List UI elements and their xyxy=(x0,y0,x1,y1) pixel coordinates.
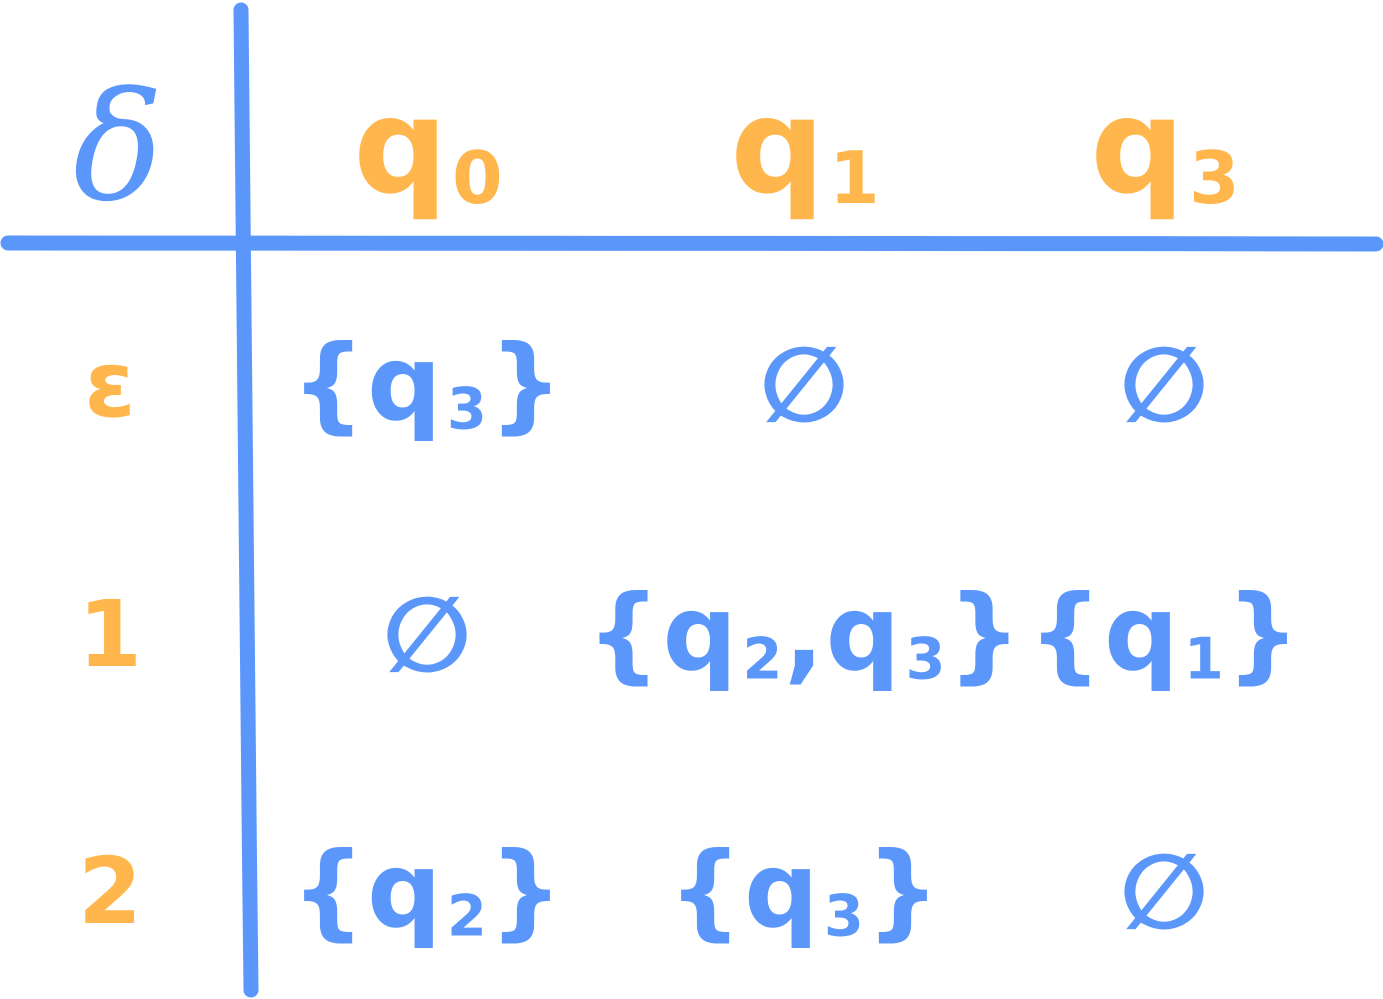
state-set-cell: {q3} xyxy=(668,839,942,946)
state-set-cell: {q3} xyxy=(291,332,565,439)
state-letter: q xyxy=(367,829,444,952)
state-letter: q xyxy=(1090,69,1185,224)
empty-set-symbol: ∅ xyxy=(382,574,474,696)
state-index: 3 xyxy=(905,626,948,693)
vertical-divider xyxy=(233,2,259,998)
empty-set-cell: ∅ xyxy=(1119,840,1210,944)
state-index: 3 xyxy=(1189,136,1240,221)
state-set-cell: {q2,q3} xyxy=(587,582,1024,689)
empty-set-cell: ∅ xyxy=(1119,333,1210,437)
close-brace: } xyxy=(1225,572,1302,695)
column-header-state: q0 xyxy=(353,81,502,215)
empty-set-cell: ∅ xyxy=(759,333,850,437)
close-brace: } xyxy=(865,829,942,952)
state-letter: q xyxy=(353,69,448,224)
open-brace: { xyxy=(668,829,745,952)
empty-set-symbol: ∅ xyxy=(1119,831,1211,953)
state-index: 1 xyxy=(1184,626,1226,693)
empty-set-symbol: ∅ xyxy=(759,324,851,446)
row-label-input-symbol: 2 xyxy=(77,838,143,945)
state-letter: q xyxy=(730,69,825,224)
state-set-cell: {q2} xyxy=(291,839,565,946)
row-label-input-symbol: ε xyxy=(84,331,136,438)
transition-function-symbol: δ xyxy=(72,61,164,235)
state-index: 0 xyxy=(452,136,503,221)
close-brace: } xyxy=(488,829,565,952)
empty-set-symbol: ∅ xyxy=(1119,324,1211,446)
state-index: 3 xyxy=(447,376,489,443)
open-brace: { xyxy=(586,572,663,695)
state-letter: q xyxy=(744,829,821,952)
state-index: 1 xyxy=(829,136,880,221)
horizontal-divider xyxy=(0,235,1383,252)
column-header-state: q1 xyxy=(730,81,879,215)
comma-separator: , xyxy=(784,572,826,695)
state-index: 3 xyxy=(824,883,866,950)
state-index: 2 xyxy=(447,883,489,950)
close-brace: } xyxy=(947,572,1024,695)
state-letter: q xyxy=(662,572,740,695)
state-letter: q xyxy=(367,322,444,445)
state-index: 2 xyxy=(742,626,785,693)
column-header-state: q3 xyxy=(1090,81,1239,215)
open-brace: { xyxy=(291,829,368,952)
state-letter: q xyxy=(825,572,903,695)
open-brace: { xyxy=(1028,572,1105,695)
state-letter: q xyxy=(1104,572,1181,695)
close-brace: } xyxy=(488,322,565,445)
state-set-cell: {q1} xyxy=(1028,582,1302,689)
row-label-input-symbol: 1 xyxy=(77,581,143,688)
empty-set-cell: ∅ xyxy=(382,583,473,687)
open-brace: { xyxy=(291,322,368,445)
